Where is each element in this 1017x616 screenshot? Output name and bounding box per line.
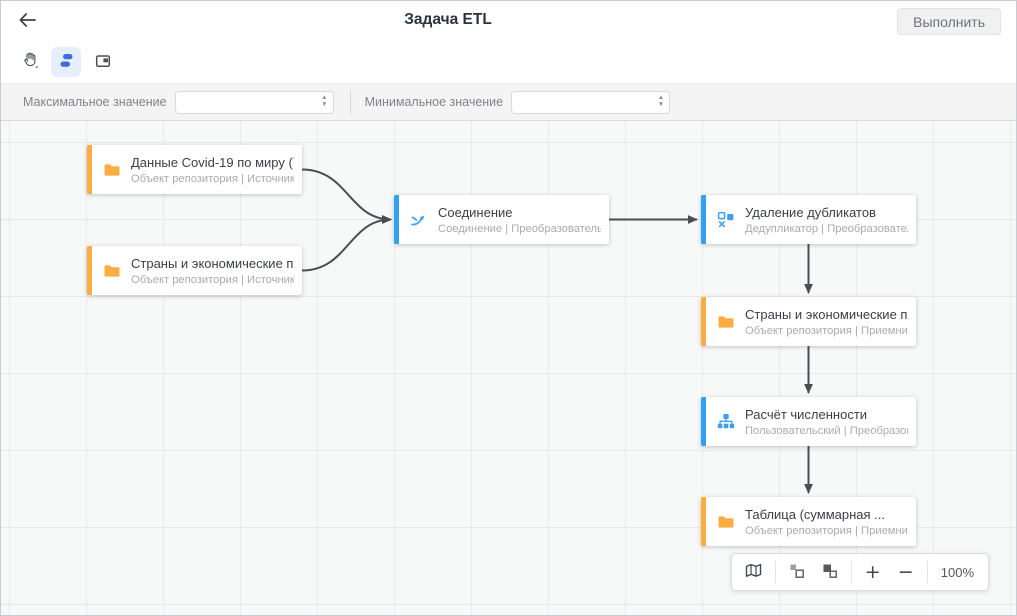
fit-screen-button[interactable]: [88, 47, 118, 77]
node-title: Соединение: [438, 204, 513, 220]
node-subtitle: Дедупликатор | Преобразователь: [745, 222, 908, 235]
flow-edge: [301, 215, 392, 272]
max-value-label: Максимальное значение: [23, 95, 167, 109]
hand-icon: [20, 51, 39, 73]
zoom-in-button[interactable]: +: [861, 559, 885, 585]
fit-screen-icon: [94, 52, 112, 73]
flow-edge: [301, 168, 392, 224]
max-value-group: Максимальное значение ▲▼: [23, 90, 334, 114]
min-value-input[interactable]: [511, 90, 671, 114]
fit-view-button[interactable]: [818, 559, 842, 585]
node-subtitle: Пользовательский | Преобразова...: [745, 424, 908, 437]
filter-bar: Максимальное значение ▲▼ Минимальное зна…: [1, 84, 1016, 121]
merge-icon: [410, 211, 428, 229]
panel-divider: [774, 561, 776, 583]
zoom-in-icon: +: [864, 560, 881, 583]
header: Задача ETL Выполнить: [1, 1, 1016, 41]
node-subtitle: Соединение | Преобразователь: [438, 222, 601, 235]
flow-view-button[interactable]: [51, 47, 81, 77]
node-subtitle: Объект репозитория | Источник: [131, 172, 294, 185]
zoom-out-button[interactable]: −: [894, 559, 918, 585]
fit-selection-icon: [789, 563, 805, 582]
zoom-panel: + − 100%: [730, 553, 989, 591]
folder-icon: [103, 161, 121, 179]
spinner-icon[interactable]: ▲▼: [321, 93, 328, 108]
run-button[interactable]: Выполнить: [897, 8, 1001, 35]
pan-tool-button[interactable]: [14, 47, 44, 77]
min-value-group: Минимальное значение ▲▼: [364, 90, 671, 114]
map-icon: [745, 563, 762, 581]
fit-view-icon: [822, 563, 838, 582]
flow-node-sink-table[interactable]: Таблица (суммарная ... Объект репозитория…: [701, 497, 916, 546]
node-title: Страны и экономические пок...: [745, 306, 908, 322]
folder-icon: [717, 513, 735, 531]
node-title: Удаление дубликатов: [745, 204, 876, 220]
minimap-button[interactable]: [742, 559, 766, 585]
node-subtitle: Объект репозитория | Приемник: [745, 324, 908, 337]
min-value-label: Минимальное значение: [364, 95, 504, 109]
flow-canvas[interactable]: Данные Covid-19 по миру (Yan... Объект ре…: [1, 121, 1016, 615]
spinner-icon[interactable]: ▲▼: [657, 93, 665, 108]
node-title: Данные Covid-19 по миру (Yan...: [131, 154, 294, 170]
node-subtitle: Объект репозитория | Источник: [131, 273, 294, 286]
panel-divider: [926, 561, 928, 583]
filter-divider: [349, 90, 351, 114]
min-value-field: ▲▼: [511, 90, 671, 114]
panel-divider: [850, 561, 852, 583]
back-button[interactable]: [13, 8, 41, 34]
flow-node-sink-countries[interactable]: Страны и экономические пок... Объект репо…: [701, 297, 916, 346]
flow-view-icon: [58, 52, 75, 72]
zoom-level: 100%: [940, 564, 974, 580]
sitemap-icon: [717, 413, 735, 431]
fit-selection-button[interactable]: [785, 559, 809, 585]
flow-node-src-countries[interactable]: Страны и экономические пок... Объект репо…: [87, 246, 302, 295]
max-value-input[interactable]: [174, 90, 334, 114]
page-title: Задача ETL: [404, 11, 492, 28]
node-title: Расчёт численности: [745, 406, 868, 422]
flow-node-src-covid[interactable]: Данные Covid-19 по миру (Yan... Объект ре…: [87, 145, 302, 194]
max-value-field: ▲▼: [174, 90, 334, 114]
dedupe-icon: [717, 211, 735, 229]
zoom-out-icon: −: [897, 560, 914, 583]
folder-icon: [103, 262, 121, 280]
arrow-left-icon: [19, 12, 36, 30]
folder-icon: [717, 313, 735, 331]
node-subtitle: Объект репозитория | Приемник: [745, 524, 908, 537]
node-title: Страны и экономические пок...: [131, 255, 294, 271]
canvas-toolbar: [1, 41, 1016, 84]
node-title: Таблица (суммарная ...: [745, 506, 885, 522]
